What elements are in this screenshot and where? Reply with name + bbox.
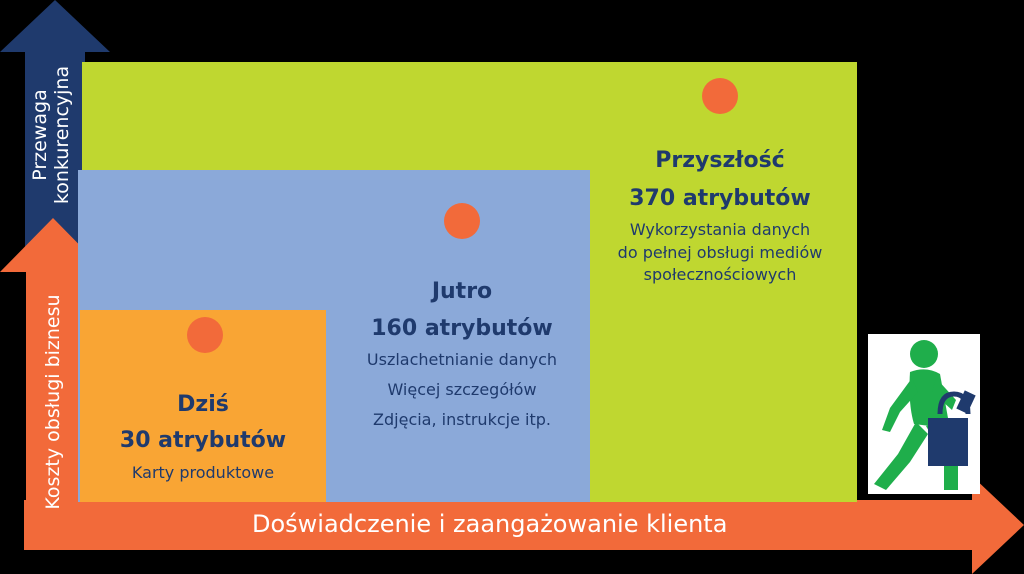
future-line-2: do pełnej obsługi mediów bbox=[617, 243, 823, 262]
y-axis-label-advantage: Przewaga konkurencyjna bbox=[29, 55, 80, 215]
tomorrow-line-3: Zdjęcia, instrukcje itp. bbox=[373, 410, 551, 429]
tomorrow-title: Jutro bbox=[431, 279, 493, 304]
y-axis-label-advantage-line-1: Przewaga bbox=[29, 89, 51, 181]
y-axis-label-advantage-line-2: konkurencyjna bbox=[50, 65, 73, 205]
future-title: Przyszłość bbox=[655, 148, 785, 173]
walking-shopper-icon bbox=[874, 340, 976, 490]
today-dot bbox=[187, 317, 223, 353]
shopper-box bbox=[868, 334, 980, 494]
tomorrow-count: 160 atrybutów bbox=[371, 316, 553, 341]
today-line-1: Karty produktowe bbox=[131, 463, 275, 482]
future-line-1: Wykorzystania danych bbox=[629, 220, 811, 239]
x-axis-label: Doświadczenie i zaangażowanie klienta bbox=[252, 510, 728, 538]
tomorrow-line-2: Więcej szczegółów bbox=[387, 380, 537, 399]
y-axis-label-cost: Koszty obsługi biznesu bbox=[42, 294, 65, 510]
future-count: 370 atrybutów bbox=[629, 186, 811, 211]
tomorrow-line-1: Uszlachetnianie danych bbox=[366, 350, 558, 369]
today-title: Dziś bbox=[177, 392, 229, 417]
future-dot bbox=[702, 78, 738, 114]
today-count: 30 atrybutów bbox=[119, 428, 287, 453]
future-line-3: społecznościowych bbox=[643, 265, 797, 284]
tomorrow-dot bbox=[444, 203, 480, 239]
